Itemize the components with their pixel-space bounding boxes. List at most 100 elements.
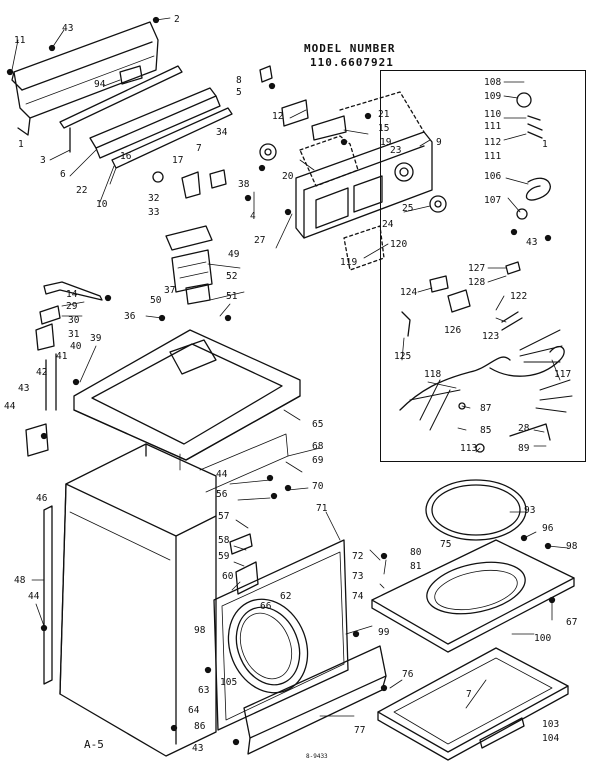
drawing-code: 8-9433 (306, 753, 328, 760)
callout-118: 118 (424, 369, 442, 380)
callout-69: 69 (312, 455, 324, 466)
callout-103: 103 (542, 719, 560, 730)
callout-111b: 111 (484, 151, 502, 162)
callout-4: 4 (250, 211, 256, 222)
callout-113: 113 (460, 443, 478, 454)
callout-7a: 7 (196, 143, 202, 154)
outer-door (377, 647, 569, 761)
callout-126: 126 (444, 325, 462, 336)
callout-81: 81 (410, 561, 422, 572)
callout-22: 22 (76, 185, 88, 196)
callout-93: 93 (524, 505, 536, 516)
callout-117: 117 (554, 369, 572, 380)
callout-99: 99 (378, 627, 390, 638)
callout-94: 94 (94, 79, 106, 90)
callout-42: 42 (36, 367, 48, 378)
callout-23: 23 (390, 145, 402, 156)
callout-76: 76 (402, 669, 414, 680)
callout-43-inset: 43 (526, 237, 538, 248)
callout-46: 46 (36, 493, 48, 504)
page-id: A-5 (84, 738, 104, 751)
callout-43-bottom: 43 (192, 743, 204, 754)
toe-panel (243, 645, 387, 755)
callout-68: 68 (312, 441, 324, 452)
callout-89: 89 (518, 443, 530, 454)
callout-127: 127 (468, 263, 486, 274)
model-number-value: 110.6607921 (310, 56, 394, 69)
callout-111a: 111 (484, 121, 502, 132)
callout-80: 80 (410, 547, 422, 558)
callout-9: 9 (436, 137, 442, 148)
callout-60: 60 (222, 571, 234, 582)
callout-66: 66 (260, 601, 272, 612)
callout-29: 29 (66, 301, 78, 312)
control-components (152, 65, 347, 199)
callout-51: 51 (226, 291, 238, 302)
callout-67: 67 (566, 617, 578, 628)
top-cover (73, 329, 301, 461)
callout-14: 14 (66, 289, 78, 300)
callout-106: 106 (484, 171, 502, 182)
callout-125: 125 (394, 351, 412, 362)
callout-43-left: 43 (18, 383, 30, 394)
callout-108: 108 (484, 77, 502, 88)
callout-85: 85 (480, 425, 492, 436)
callout-104: 104 (542, 733, 560, 744)
callout-34: 34 (216, 127, 228, 138)
callout-62: 62 (280, 591, 292, 602)
callout-122: 122 (510, 291, 528, 302)
bracket-parts (25, 281, 103, 457)
callout-48: 48 (14, 575, 26, 586)
callout-11: 11 (14, 35, 26, 46)
callout-36: 36 (124, 311, 136, 322)
callout-7-door: 7 (466, 689, 472, 700)
callout-98-door: 98 (566, 541, 578, 552)
callout-64: 64 (188, 705, 200, 716)
callout-30: 30 (68, 315, 80, 326)
callout-123: 123 (482, 331, 500, 342)
callout-19: 19 (380, 137, 392, 148)
callout-71: 71 (316, 503, 328, 514)
callout-41: 41 (56, 351, 68, 362)
callout-77: 77 (354, 725, 366, 736)
callout-31: 31 (68, 329, 80, 340)
control-panel (295, 91, 447, 271)
callout-5: 5 (236, 87, 242, 98)
inner-door (371, 479, 575, 653)
callout-12: 12 (272, 111, 284, 122)
callout-2: 2 (174, 14, 180, 25)
cabinet (43, 433, 289, 757)
callout-37: 37 (164, 285, 176, 296)
callout-28: 28 (518, 423, 530, 434)
callout-74: 74 (352, 591, 364, 602)
callout-10: 10 (96, 199, 108, 210)
callout-87: 87 (480, 403, 492, 414)
callout-44-bottom: 44 (28, 591, 40, 602)
fasteners (6, 16, 556, 746)
callout-44-left: 44 (4, 401, 16, 412)
callout-109: 109 (484, 91, 502, 102)
callout-40: 40 (70, 341, 82, 352)
callout-105: 105 (220, 677, 238, 688)
callout-72: 72 (352, 551, 364, 562)
callout-98-cabinet: 98 (194, 625, 206, 636)
callout-56: 56 (216, 489, 228, 500)
callout-39: 39 (90, 333, 102, 344)
callout-27: 27 (254, 235, 266, 246)
callout-16: 16 (120, 151, 132, 162)
callout-65: 65 (312, 419, 324, 430)
callout-8: 8 (236, 75, 242, 86)
callout-70: 70 (312, 481, 324, 492)
callout-110: 110 (484, 109, 502, 120)
console-rails (59, 65, 233, 169)
callout-17: 17 (172, 155, 184, 166)
callout-49: 49 (228, 249, 240, 260)
callout-119: 119 (340, 257, 358, 268)
callout-57: 57 (218, 511, 230, 522)
callout-128: 128 (468, 277, 486, 288)
callout-20: 20 (282, 171, 294, 182)
callout-50: 50 (150, 295, 162, 306)
callout-43: 43 (62, 23, 74, 34)
callout-120: 120 (390, 239, 408, 250)
